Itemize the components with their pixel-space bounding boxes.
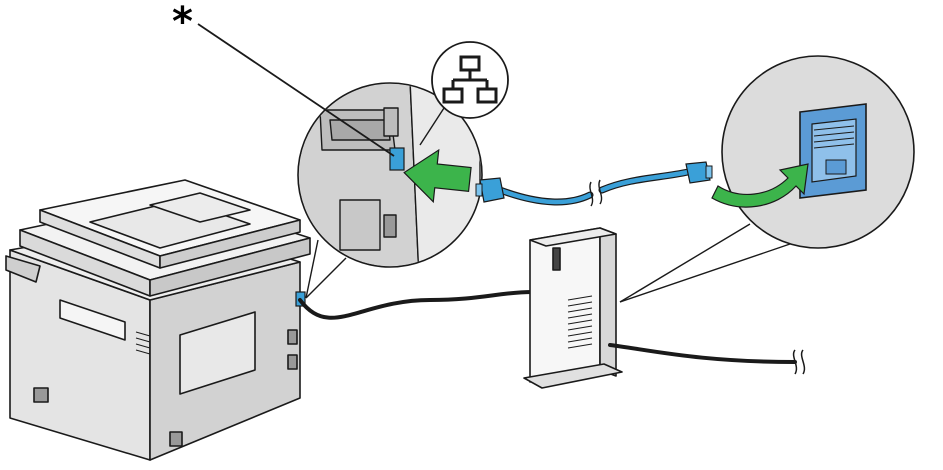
router — [523, 227, 623, 389]
router-outgoing-cable — [608, 343, 797, 364]
printer — [5, 179, 311, 461]
callout-asterisk: * — [172, 0, 193, 45]
callout-leader-line — [197, 23, 395, 157]
cable-break-mark — [792, 349, 806, 375]
arrow-icon — [403, 148, 472, 204]
arrow-icon — [711, 163, 809, 208]
network-icon — [431, 41, 509, 119]
printer-to-router-cable — [298, 290, 534, 320]
ethernet-cable — [475, 161, 713, 207]
power-socket-icon — [33, 387, 49, 403]
router-port-zoom — [721, 55, 915, 249]
